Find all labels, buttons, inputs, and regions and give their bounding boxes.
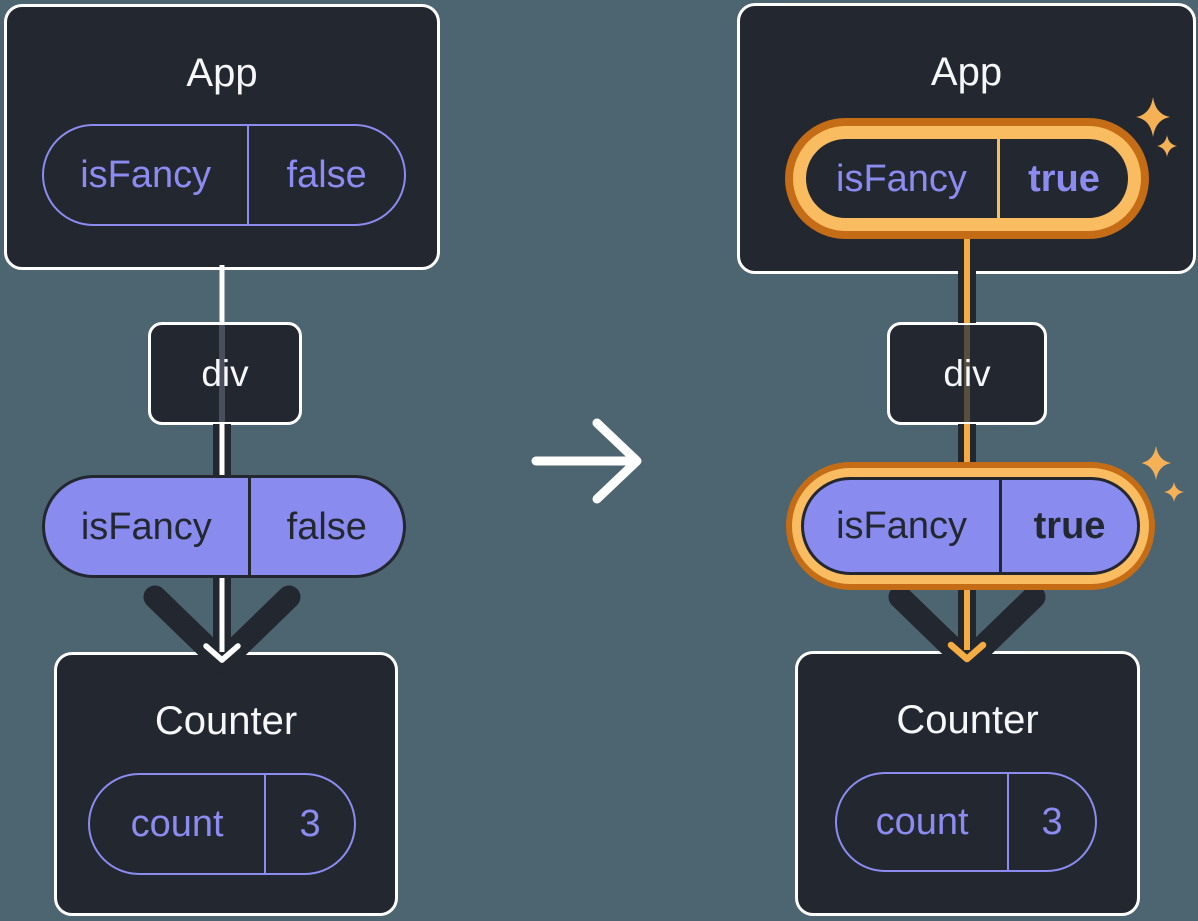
div-label: div bbox=[201, 352, 249, 394]
state-value: 3 bbox=[264, 775, 354, 873]
prop-value: false bbox=[247, 126, 404, 224]
connector-through-line bbox=[219, 325, 225, 422]
state-name: count bbox=[130, 803, 224, 845]
right-arrow-icon bbox=[531, 418, 642, 504]
passed-prop-pill-highlighted: isFancy true bbox=[801, 477, 1140, 575]
passed-prop-name: isFancy bbox=[836, 505, 968, 547]
passed-prop-value: false bbox=[247, 478, 403, 575]
sparkle-icon bbox=[1141, 446, 1171, 480]
sparkle-icon bbox=[1164, 482, 1184, 502]
prop-name: isFancy bbox=[80, 154, 212, 196]
prop-value: true bbox=[996, 139, 1128, 218]
prop-name: isFancy bbox=[836, 157, 967, 200]
div-node: div bbox=[887, 322, 1047, 425]
div-node: div bbox=[148, 322, 302, 425]
passed-prop-name: isFancy bbox=[80, 505, 212, 548]
app-node: App bbox=[737, 3, 1196, 274]
prop-pill-highlighted: isFancy true bbox=[806, 139, 1128, 218]
state-value: 3 bbox=[1007, 774, 1095, 870]
div-label: div bbox=[943, 352, 991, 394]
passed-prop-value: true bbox=[999, 480, 1137, 572]
prop-pill: isFancy false bbox=[42, 124, 406, 226]
component-title: Counter bbox=[154, 699, 298, 743]
component-title: App bbox=[186, 51, 258, 95]
after-connectors bbox=[888, 232, 1046, 674]
connector-through-line bbox=[964, 325, 970, 422]
state-pill: count 3 bbox=[88, 773, 356, 875]
component-title: App bbox=[930, 50, 1003, 94]
state-name: count bbox=[875, 801, 969, 843]
state-pill: count 3 bbox=[835, 772, 1097, 872]
passed-prop-pill: isFancy false bbox=[42, 475, 406, 578]
component-title: Counter bbox=[896, 698, 1039, 742]
